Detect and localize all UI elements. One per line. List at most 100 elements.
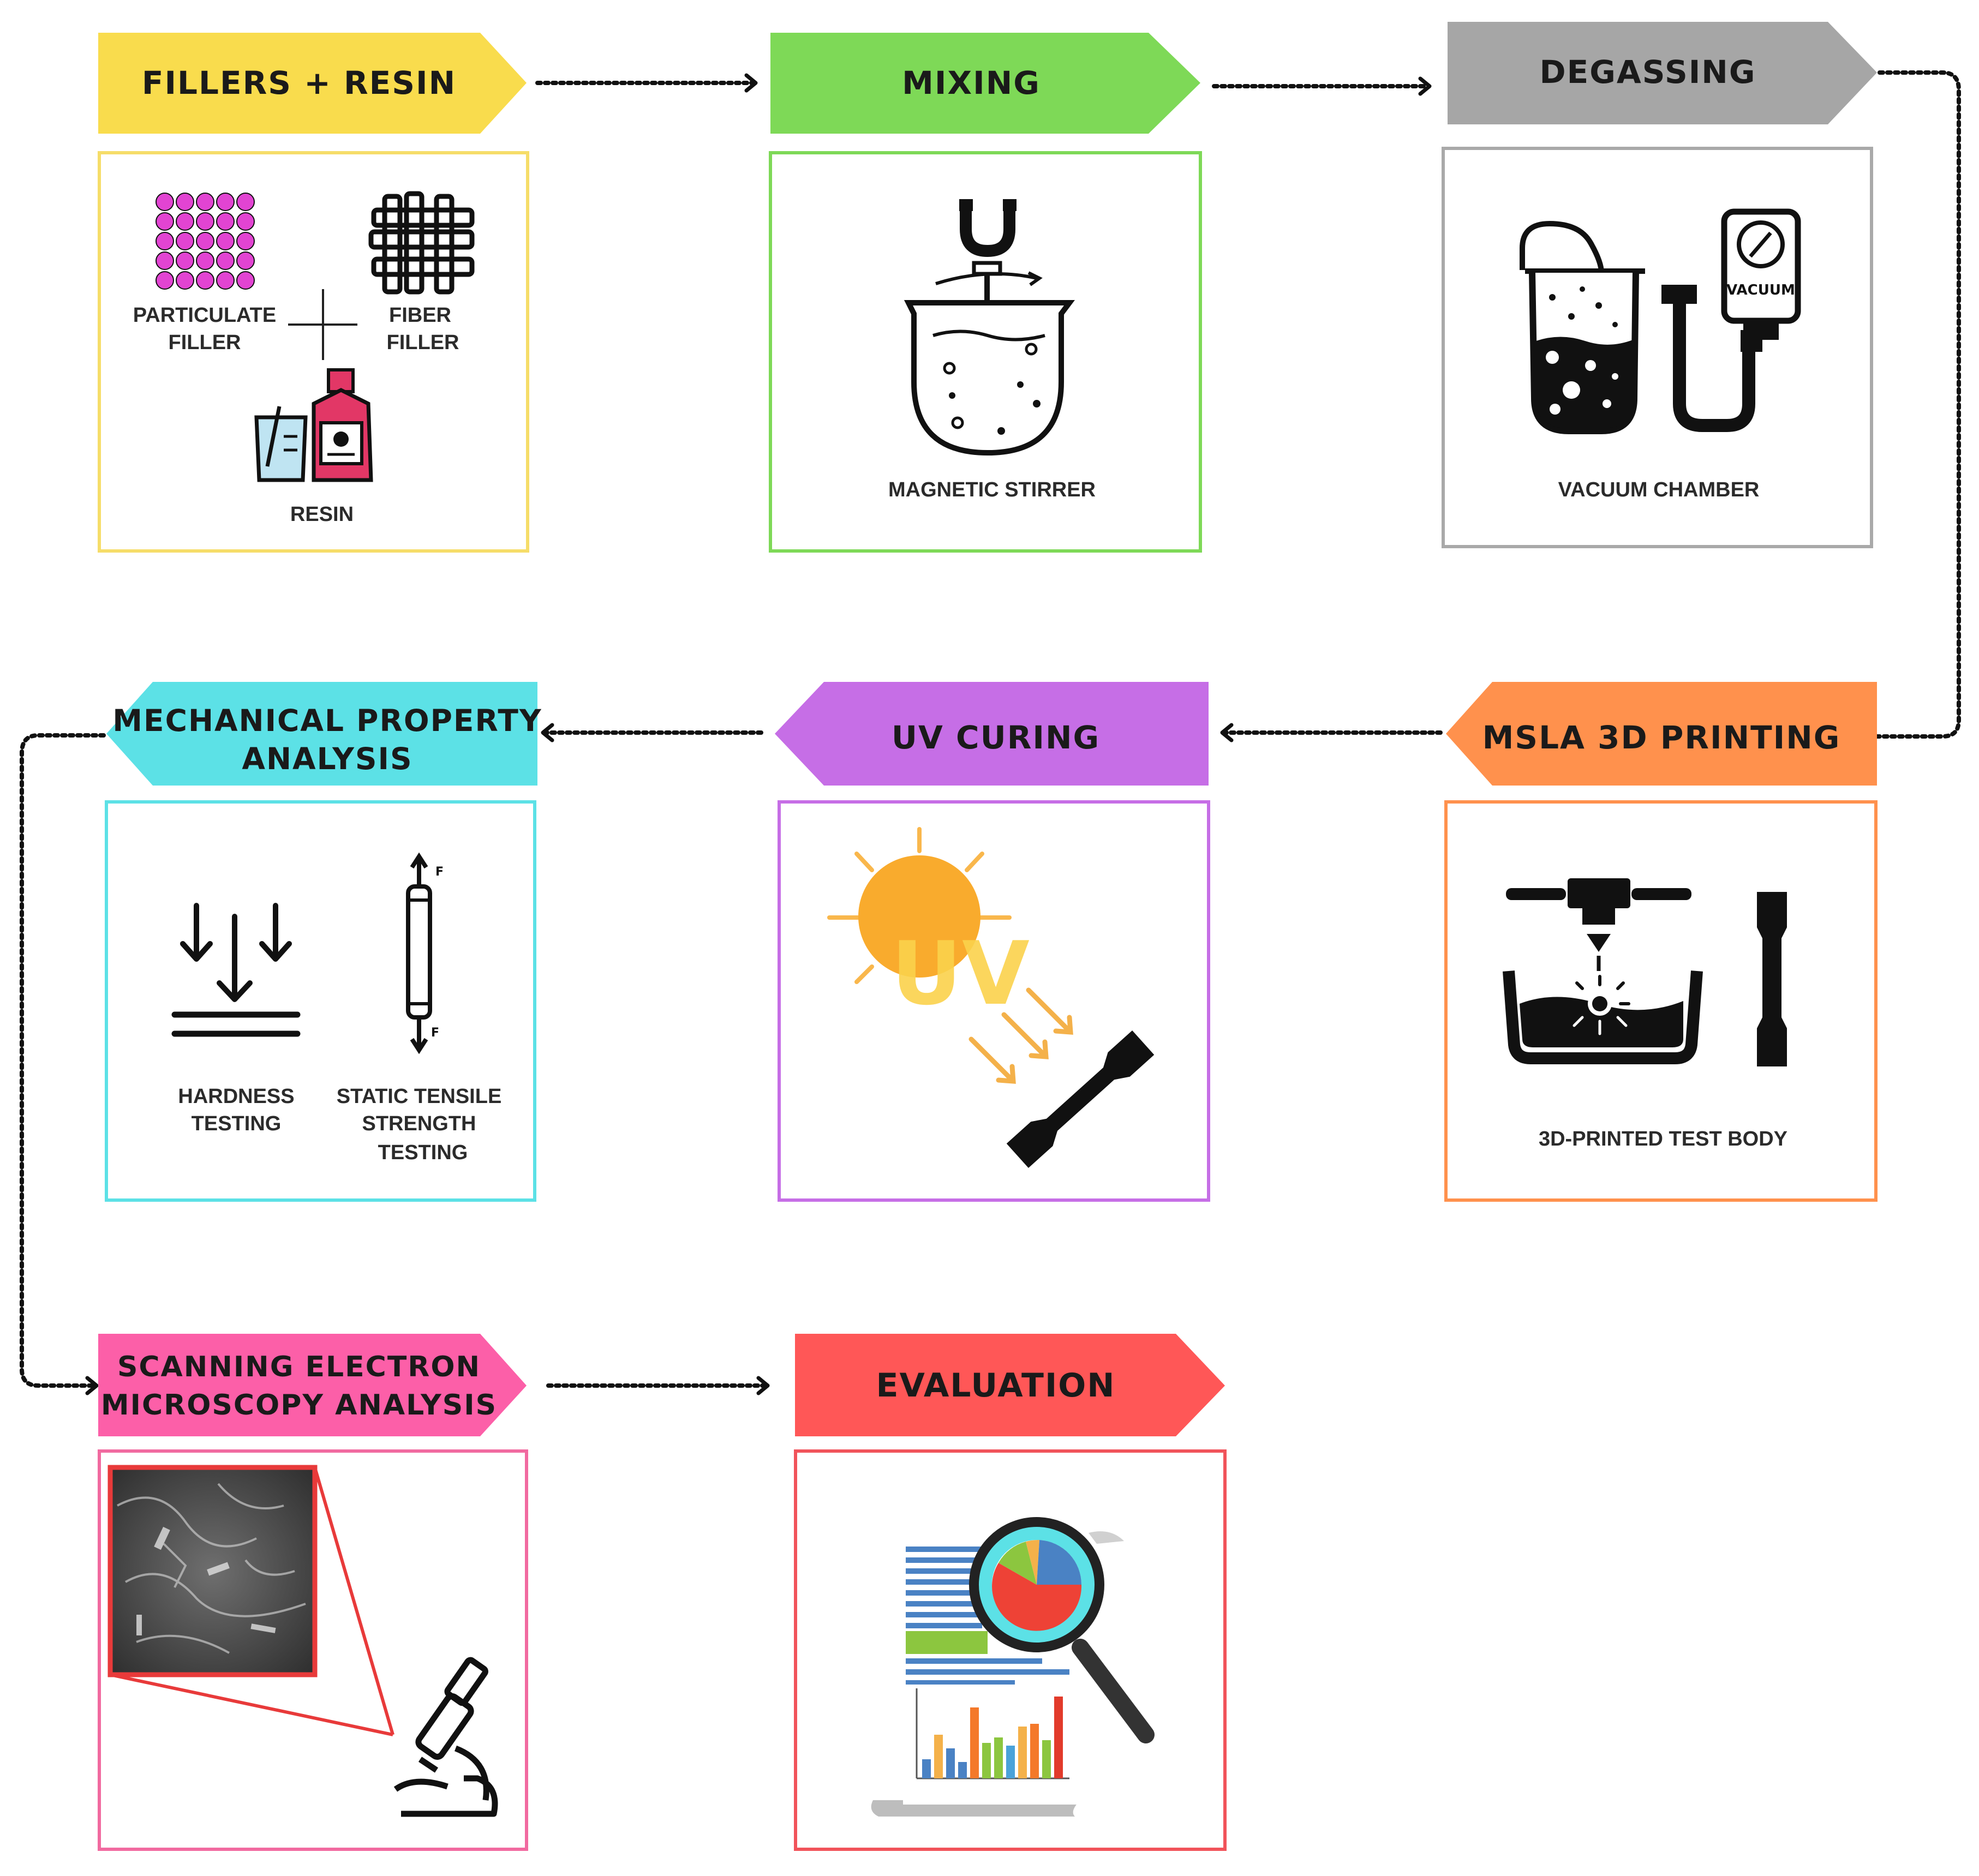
particle-dot bbox=[216, 232, 235, 250]
banner-title: EVALUATION bbox=[876, 1366, 1115, 1405]
sun-icon bbox=[827, 827, 1012, 984]
step-sem: SCANNING ELECTRON MICROSCOPY ANALYSIS bbox=[98, 1334, 528, 1851]
step-uv-curing: UV CURING UV bbox=[775, 682, 1210, 1202]
panel-uv bbox=[778, 800, 1210, 1202]
particle-dot bbox=[216, 193, 235, 211]
particle-dot bbox=[156, 251, 174, 270]
fiber-filler-label-2: FILLER bbox=[387, 331, 459, 354]
magnetic-stirrer-icon bbox=[904, 199, 1075, 456]
particle-dot bbox=[156, 212, 174, 231]
magnification-lines bbox=[110, 1467, 394, 1736]
panel-degassing bbox=[1442, 147, 1873, 548]
force-label-2: F bbox=[431, 1026, 439, 1040]
banner-mechanical bbox=[106, 682, 537, 786]
banner-title: DEGASSING bbox=[1540, 53, 1756, 91]
fiber-filler-label: FIBER bbox=[389, 304, 451, 327]
banner-degassing bbox=[1448, 22, 1877, 124]
banner-title: MIXING bbox=[902, 64, 1041, 101]
particulate-filler-label-2: FILLER bbox=[169, 331, 241, 354]
panel-mechanical bbox=[105, 800, 536, 1202]
step-fillers-resin: FILLERS + RESIN PARTICULATE FILLER FIBER… bbox=[98, 33, 529, 553]
hardness-label-2: TESTING bbox=[192, 1112, 282, 1135]
particle-dot bbox=[176, 271, 194, 290]
vacuum-gauge-label: VACUUM bbox=[1726, 282, 1795, 298]
panel-fillers-resin bbox=[98, 151, 529, 553]
banner-title: UV CURING bbox=[892, 719, 1100, 756]
panel-mixing bbox=[769, 151, 1202, 553]
banner-title: MECHANICAL PROPERTY bbox=[112, 703, 542, 738]
vacuum-chamber-label: VACUUM CHAMBER bbox=[1558, 478, 1760, 501]
particle-dot bbox=[176, 232, 194, 250]
fiber-filler-icon bbox=[368, 191, 475, 295]
tensile-label-2: STRENGTH bbox=[362, 1112, 476, 1135]
particle-dot bbox=[236, 212, 255, 231]
particle-dot bbox=[236, 232, 255, 250]
dogbone-specimen-icon bbox=[1757, 892, 1787, 1066]
banner-evaluation bbox=[795, 1334, 1225, 1436]
particle-dot bbox=[196, 271, 214, 290]
panel-msla bbox=[1444, 800, 1878, 1202]
particulate-filler-icon bbox=[156, 193, 255, 290]
banner-title-2: ANALYSIS bbox=[242, 741, 412, 776]
microscope-icon bbox=[393, 1657, 498, 1817]
particle-dot bbox=[216, 212, 235, 231]
tensile-testing-icon bbox=[406, 852, 432, 1054]
beaker-icon bbox=[254, 406, 308, 482]
panel-sem bbox=[98, 1449, 528, 1851]
connector-degassing-to-msla bbox=[1853, 70, 1961, 739]
banner-title-2: MICROSCOPY ANALYSIS bbox=[101, 1389, 497, 1422]
particle-dot bbox=[176, 212, 194, 231]
banner-title: FILLERS + RESIN bbox=[142, 64, 456, 101]
particle-dot bbox=[216, 251, 235, 270]
step-msla: MSLA 3D PRINTING bbox=[1444, 682, 1878, 1202]
particle-dot bbox=[236, 251, 255, 270]
force-label: F bbox=[435, 865, 444, 879]
particulate-filler-label: PARTICULATE bbox=[133, 304, 276, 327]
arrowhead-icon bbox=[756, 1376, 770, 1395]
connectors bbox=[20, 70, 1961, 1388]
banner-title: MSLA 3D PRINTING bbox=[1482, 719, 1841, 756]
arrowhead-icon bbox=[744, 73, 758, 93]
banner-sem bbox=[98, 1334, 527, 1436]
resin-label: RESIN bbox=[290, 503, 354, 526]
banner-msla bbox=[1446, 682, 1877, 786]
particle-dot bbox=[236, 271, 255, 290]
step-degassing: DEGASSING bbox=[1442, 22, 1877, 548]
panel-evaluation bbox=[794, 1449, 1227, 1851]
hardness-testing-icon bbox=[171, 903, 301, 1037]
hardness-label: HARDNESS bbox=[178, 1085, 294, 1108]
tensile-label-3: TESTING bbox=[378, 1141, 468, 1164]
particle-dot bbox=[196, 251, 214, 270]
particle-dot bbox=[216, 271, 235, 290]
arrowhead-icon bbox=[85, 1376, 99, 1395]
test-body-label: 3D-PRINTED TEST BODY bbox=[1539, 1128, 1787, 1150]
particle-dot bbox=[176, 251, 194, 270]
magnetic-stirrer-label: MAGNETIC STIRRER bbox=[888, 478, 1096, 501]
particle-dot bbox=[156, 193, 174, 211]
banner-uv bbox=[775, 682, 1209, 786]
particle-dot bbox=[156, 271, 174, 290]
vacuum-chamber-icon: VACUUM bbox=[1520, 208, 1801, 434]
plus-icon bbox=[288, 289, 357, 360]
sem-micrograph bbox=[107, 1465, 318, 1677]
arrowhead-icon bbox=[1418, 76, 1432, 96]
particle-dot bbox=[176, 193, 194, 211]
banner-title: SCANNING ELECTRON bbox=[117, 1351, 481, 1383]
arrowhead-icon bbox=[1220, 723, 1234, 742]
connector-mech-to-sem bbox=[20, 733, 106, 1388]
particle-dot bbox=[196, 193, 214, 211]
step-evaluation: EVALUATION bbox=[794, 1334, 1227, 1851]
uv-rays-icon bbox=[968, 987, 1073, 1084]
magnifier-icon bbox=[969, 1517, 1155, 1743]
tensile-label: STATIC TENSILE bbox=[337, 1085, 502, 1108]
test-specimen-icon bbox=[1006, 1030, 1155, 1168]
step-mechanical: MECHANICAL PROPERTY ANALYSIS F F HARDNES… bbox=[105, 682, 542, 1202]
particle-dot bbox=[236, 193, 255, 211]
particle-dot bbox=[196, 232, 214, 250]
resin-printer-icon bbox=[1503, 878, 1703, 1064]
resin-bottle-icon bbox=[312, 368, 373, 482]
uv-label: UV bbox=[891, 922, 1030, 1024]
particle-dot bbox=[156, 232, 174, 250]
step-mixing: MIXING MAGNETIC STIRRER bbox=[769, 33, 1202, 553]
